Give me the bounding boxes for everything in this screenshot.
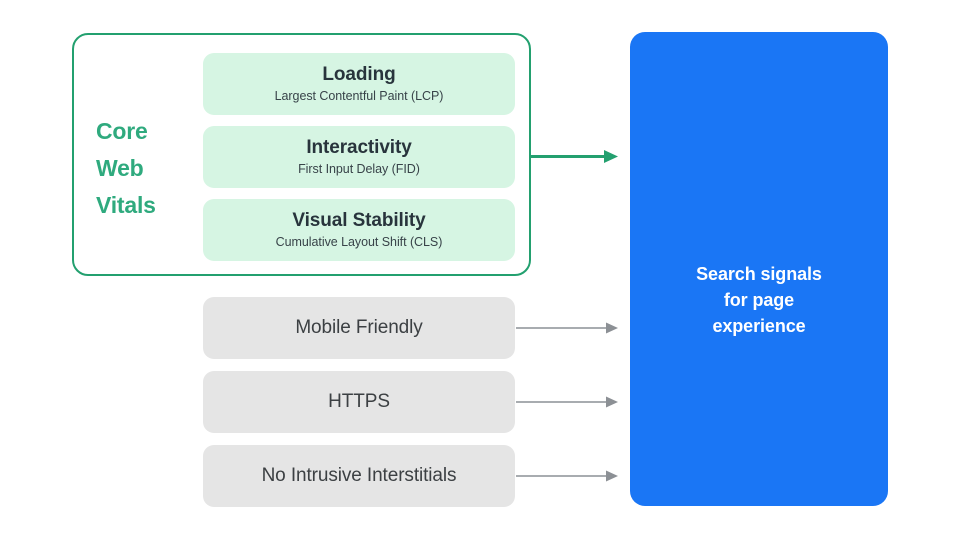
- search-signals-line-2: for page: [723, 290, 795, 310]
- signal-label: HTTPS: [328, 391, 390, 412]
- signal-card-https: HTTPS: [203, 371, 515, 433]
- metric-subtitle: Largest Contentful Paint (LCP): [274, 89, 444, 103]
- search-signals-text: Search signals for page experience: [630, 261, 888, 339]
- metric-title: Loading: [322, 64, 396, 85]
- signal-label: Mobile Friendly: [295, 317, 423, 338]
- metric-subtitle: First Input Delay (FID): [298, 162, 420, 176]
- metric-title: Interactivity: [306, 137, 412, 158]
- https-arrow-icon: [516, 396, 618, 408]
- core-web-vitals-label-line-1: Core: [96, 118, 148, 144]
- mobile-friendly-arrow-icon: [516, 322, 618, 334]
- search-signals-box: Search signals for page experience: [630, 32, 888, 506]
- metric-subtitle: Cumulative Layout Shift (CLS): [275, 235, 443, 249]
- signal-label: No Intrusive Interstitials: [261, 465, 457, 486]
- signal-card-mobile-friendly: Mobile Friendly: [203, 297, 515, 359]
- metric-card-visual-stability: Visual Stability Cumulative Layout Shift…: [203, 199, 515, 261]
- search-signals-line-3: experience: [712, 316, 806, 336]
- core-web-vitals-label-line-2: Web: [96, 155, 144, 181]
- metric-card-loading: Loading Largest Contentful Paint (LCP): [203, 53, 515, 115]
- core-web-vitals-arrow-icon: [531, 150, 618, 163]
- signal-card-no-intrusive-interstitials: No Intrusive Interstitials: [203, 445, 515, 507]
- core-web-vitals-label: Core Web Vitals: [96, 113, 192, 224]
- metric-card-interactivity: Interactivity First Input Delay (FID): [203, 126, 515, 188]
- metric-title: Visual Stability: [292, 210, 426, 231]
- search-signals-line-1: Search signals: [696, 264, 822, 284]
- no-intrusive-interstitials-arrow-icon: [516, 470, 618, 482]
- core-web-vitals-label-line-3: Vitals: [96, 192, 156, 218]
